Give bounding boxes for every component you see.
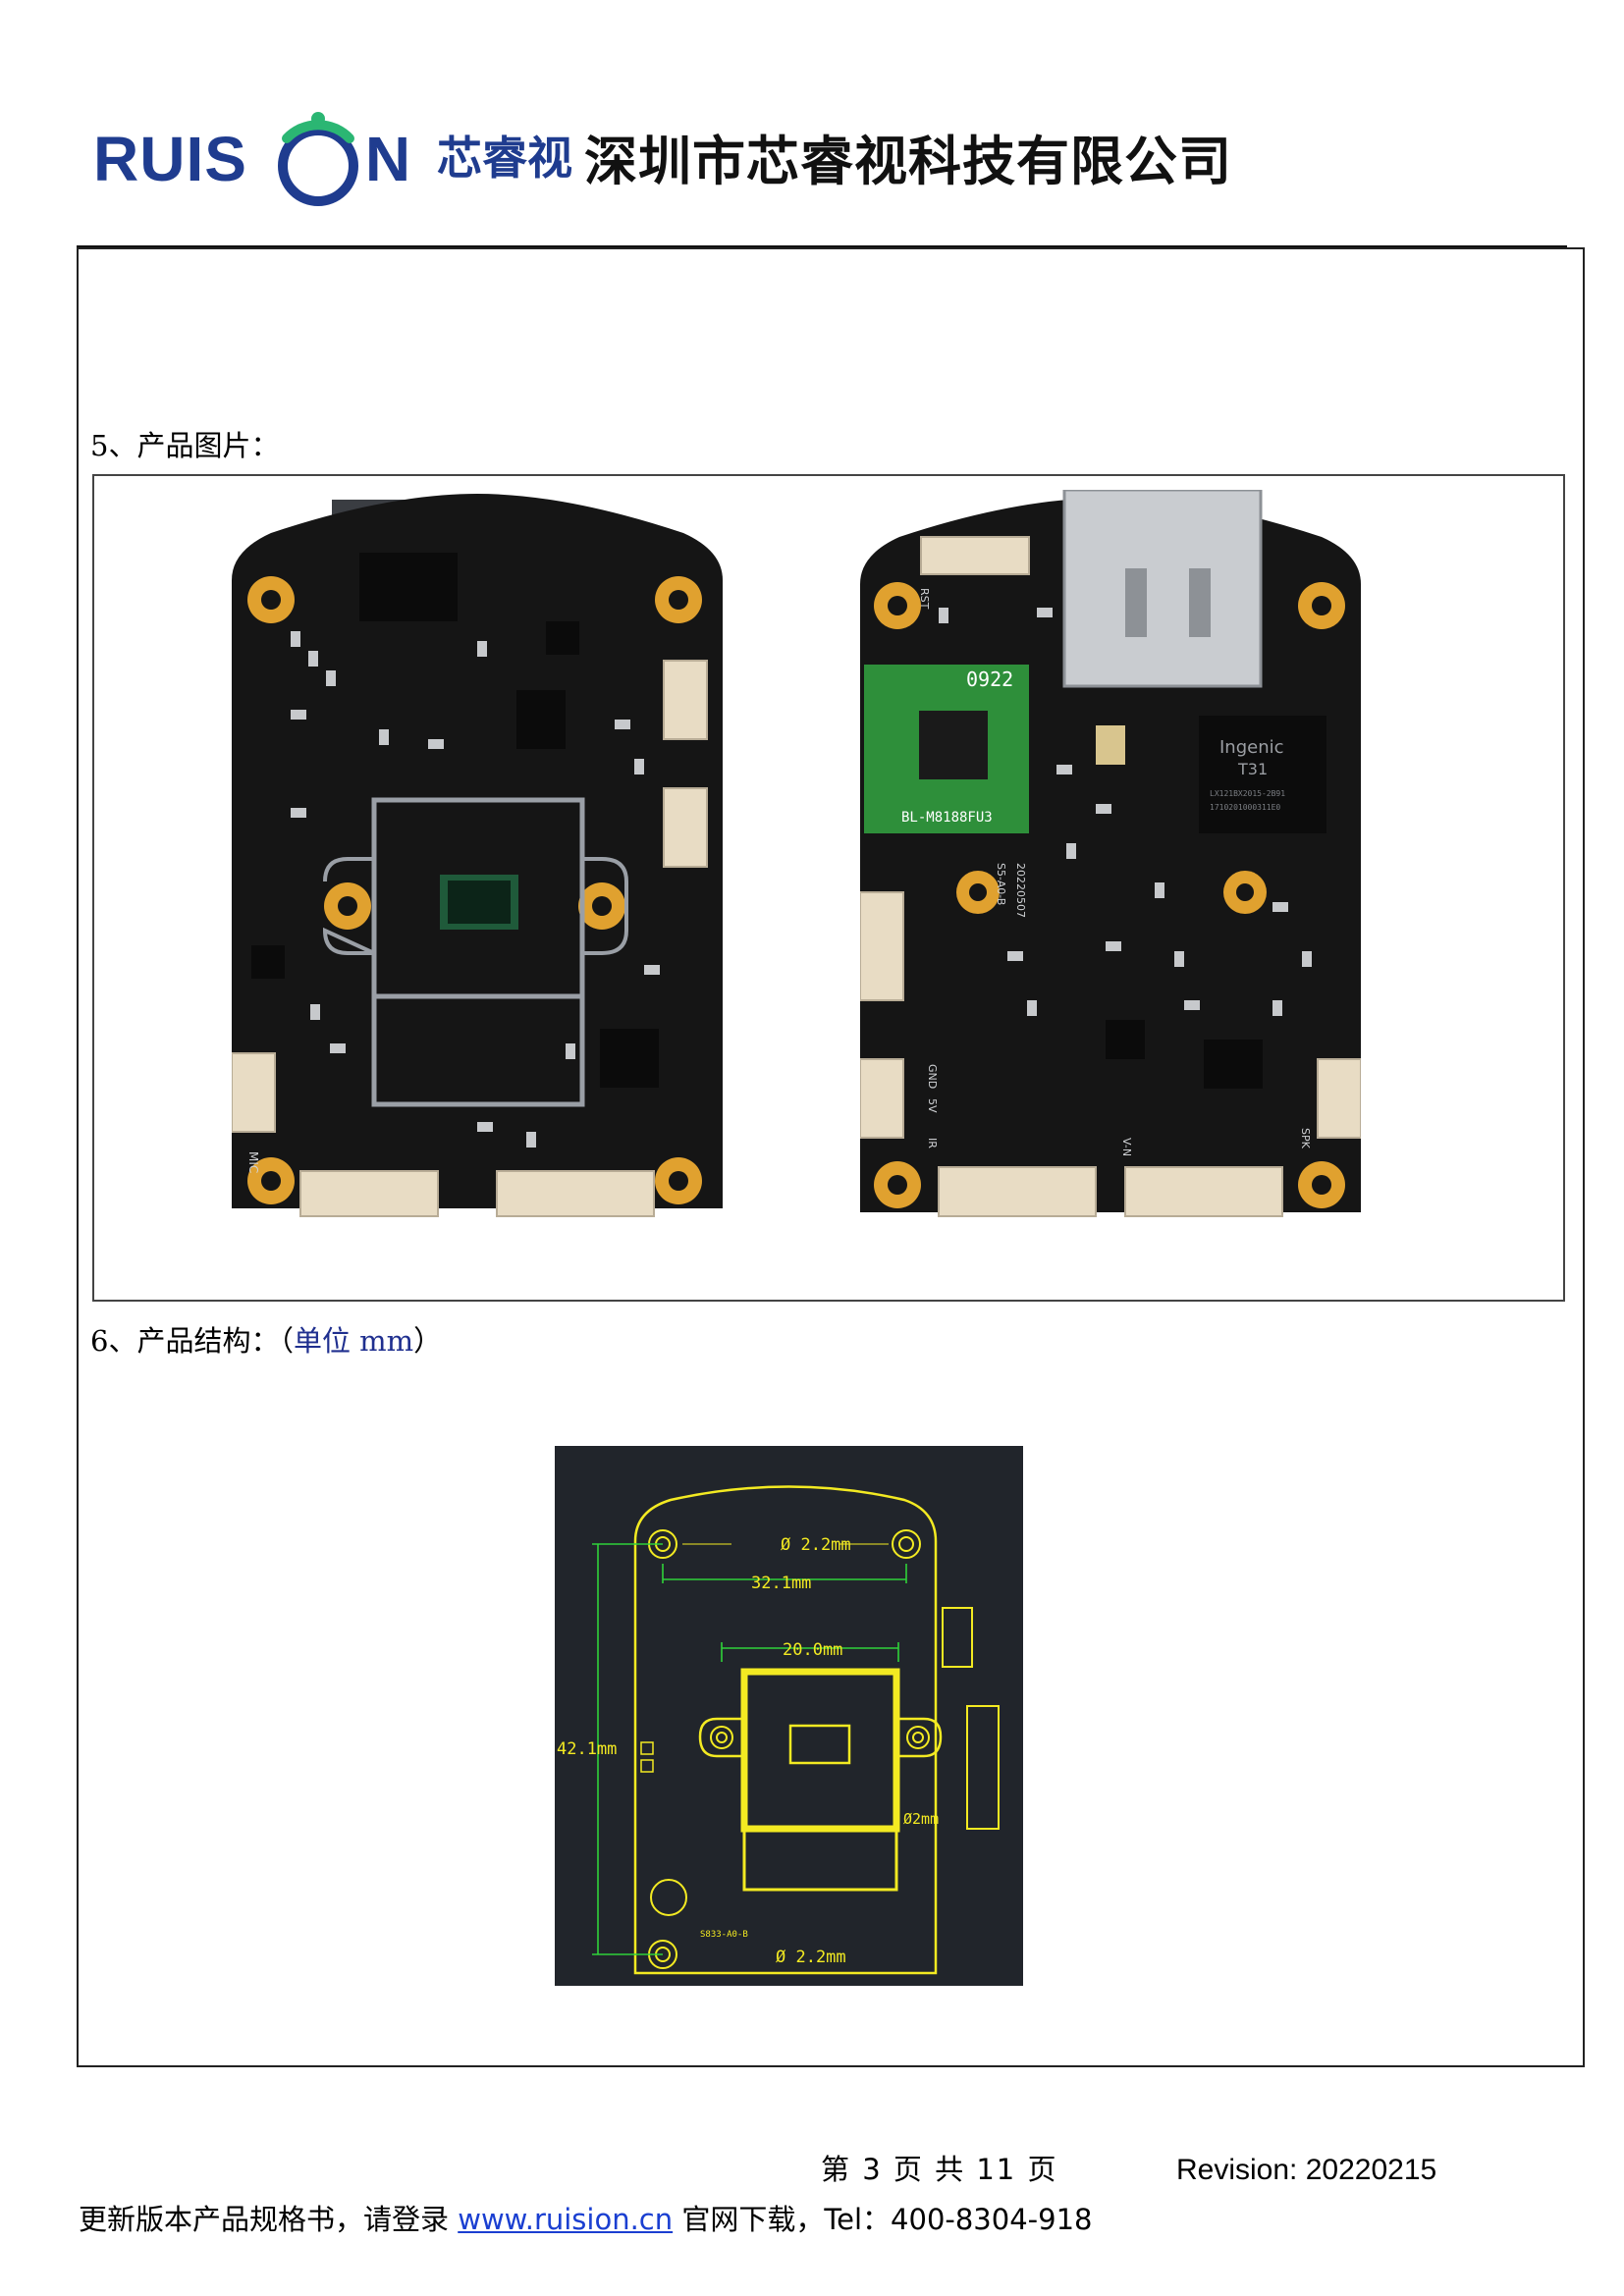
- gnd-label: GND: [926, 1064, 939, 1089]
- width-dim: 32.1mm: [751, 1574, 811, 1593]
- board-rev-label: S5-A0-B: [995, 863, 1007, 905]
- section-5-title: 5、产品图片：: [90, 429, 280, 462]
- logo-ring-icon: [278, 112, 358, 206]
- soc-brand: Ingenic: [1219, 737, 1284, 758]
- board-code: S833-A0-B: [700, 1930, 748, 1940]
- revision: Revision: 20220215: [1176, 2154, 1437, 2186]
- page-number: 第 3 页 共 11 页: [821, 2153, 1058, 2186]
- board-date-label: 20220507: [1014, 863, 1027, 918]
- hole-dia-bottom: Ø 2.2mm: [776, 1948, 846, 1967]
- content-frame: [77, 247, 1585, 2067]
- ir-label: IR: [926, 1138, 939, 1148]
- mic-label: MIC: [246, 1151, 260, 1173]
- spk-label: SPK: [1299, 1128, 1312, 1149]
- unit-label: 单位 mm: [293, 1324, 414, 1358]
- soc-model: T31: [1237, 760, 1268, 778]
- hole-dia-top: Ø 2.2mm: [781, 1535, 851, 1555]
- rst-label: RST: [918, 588, 931, 610]
- height-dim: 42.1mm: [557, 1739, 617, 1759]
- soc-line2: 1710201000311E0: [1210, 803, 1280, 812]
- v-n-label: V-N: [1120, 1138, 1133, 1156]
- wifi-module-date: 0922: [966, 667, 1013, 691]
- section-6-title: 6、产品结构：（单位 mm）: [90, 1324, 443, 1358]
- website-link[interactable]: www.ruision.cn: [458, 2203, 674, 2236]
- company-name: 深圳市芯睿视科技有限公司: [584, 131, 1232, 192]
- 5v-label: 5V: [926, 1098, 939, 1113]
- header-divider: [77, 245, 1567, 248]
- soc-line1: LX121BX2015-2B91: [1210, 789, 1285, 798]
- mechanical-drawing: Ø 2.2mm 32.1mm 20.0mm 42.1mm Ø2mm Ø 2.2m…: [555, 1446, 1023, 1986]
- sensor-dim: 20.0mm: [783, 1640, 842, 1660]
- wifi-module-model: BL-M8188FU3: [901, 810, 993, 826]
- hole-dia-side: Ø2mm: [903, 1810, 939, 1828]
- product-photo-box: MIC 0922 BL-M8188FU3 Ingenic T31 LX121BX…: [92, 474, 1565, 1302]
- logo-chinese-name: 芯睿视: [437, 132, 572, 185]
- footer-note: 更新版本产品规格书，请登录 www.ruision.cn 官网下载，Tel：40…: [79, 2203, 1093, 2236]
- front-board-photo: MIC: [232, 494, 723, 1217]
- back-board-photo: 0922 BL-M8188FU3 Ingenic T31 LX121BX2015…: [860, 490, 1361, 1217]
